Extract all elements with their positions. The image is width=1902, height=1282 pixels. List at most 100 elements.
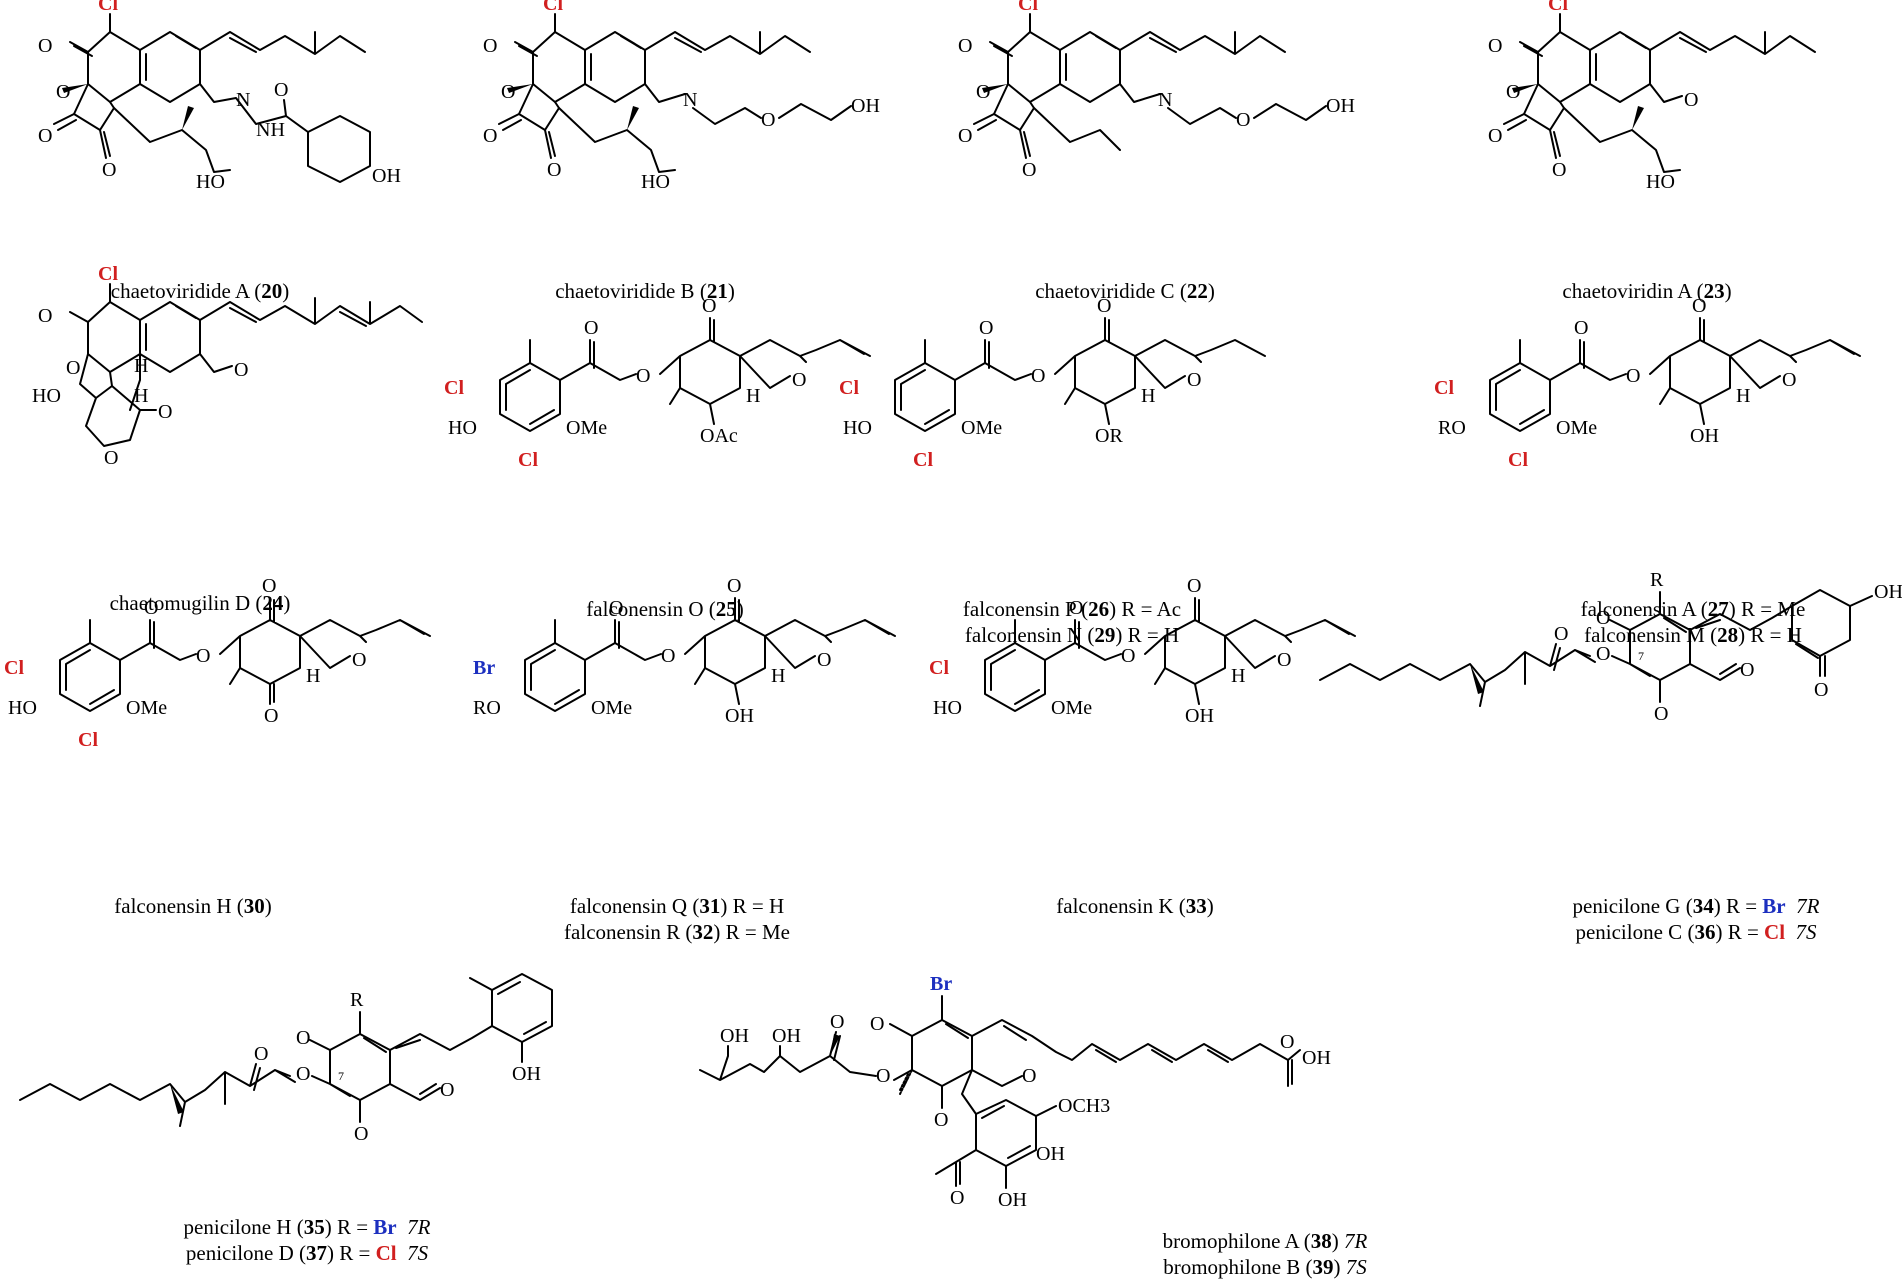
methoxy-label: OMe [1051,697,1092,719]
ketone-o: O [1187,575,1201,597]
compound-name: penicilone D [185,1241,294,1265]
caption-line: falconensin A (27) R = Me [1580,597,1806,621]
ketone-o-2: O [934,1109,948,1131]
ketone-o: O [483,35,497,57]
or-label: OR [1095,425,1123,447]
structure-falconensin-k: Cl HO OMe O O O OH H O [929,575,1356,727]
ester-o: O [661,645,675,667]
methoxy-label: OMe [591,697,632,719]
caption-line: falconensin M (28) R = H [1584,623,1802,647]
structure-falconensin-a-m: Cl RO Cl OMe O O O OH H O [1434,295,1861,471]
c7-locant: 7 [338,1069,344,1083]
compound-number: 30 [243,894,265,918]
ester-o: O [876,1065,890,1087]
methoxy-label: OMe [126,697,167,719]
carbonyl-o: O [609,597,623,619]
r-substituent: H [1786,623,1802,647]
compound-name: falconensin O [586,597,704,621]
pyran-o: O [817,649,831,671]
structure-falconensin-o: Cl HO Cl OMe O O O OAc H O [444,295,871,471]
chlorine-label: Cl [1018,0,1038,15]
compound-name: chaetomugilin D [109,591,251,615]
lactone-o: O [38,125,52,147]
carbonyl-o: O [144,597,158,619]
structure-chaetomugilin-d: Cl O O HO H H O O O [32,263,423,469]
methoxy-label: OMe [961,417,1002,439]
ketone-o: O [1692,295,1706,317]
structure-bromophilone: Br OH OH O O O O O O OH OCH3 OH OH O [699,973,1331,1211]
ketone-o: O [296,1027,310,1049]
compound-name: chaetoviridide A [110,279,249,303]
ester-o: O [1121,645,1135,667]
ketone-o-2: O [264,705,278,727]
ketone-o-2: O [354,1123,368,1145]
compound-number: 33 [1185,894,1207,918]
compound-number: 36 [1694,920,1716,944]
ester-o: O [1596,643,1610,665]
acyl-o: O [547,159,561,181]
chlorine-label: Cl [98,263,118,285]
ketone-o: O [1596,607,1610,629]
r-substituent: Br [373,1215,397,1239]
caption-compound-26-29: falconensin P (26) R = Ac falconensin N … [963,596,1181,648]
cyclohexenone-o: O [1814,679,1828,701]
compound-name: falconensin N [964,623,1083,647]
compound-name: falconensin H [114,894,232,918]
r-label: R [350,989,364,1011]
ro-label: RO [1438,417,1466,439]
caption-line: falconensin N (29) R = H [964,623,1180,647]
chlorine-label: Cl [444,377,464,399]
pyran-o: O [352,649,366,671]
carbonyl-o: O [1554,623,1568,645]
hydroxyl-label: OH [1036,1143,1065,1165]
compound-number: 29 [1094,623,1116,647]
carbonyl-o: O [1574,317,1588,339]
h-label: H [771,665,785,687]
caption-compound-23: chaetoviridin A (23) [1562,279,1732,303]
r-substituent: H [768,894,785,918]
compound-name: penicilone H [183,1215,292,1239]
ester-o: O [196,645,210,667]
ring-n: N [1158,89,1172,111]
chlorine-label: Cl [929,657,949,679]
acetoxy-label: OAc [700,425,738,447]
bromine-label: Br [473,657,495,679]
ring-n: N [236,89,250,111]
carbonyl-o: O [979,317,993,339]
lactone-o: O [1488,125,1502,147]
methoxy-label: OMe [1556,417,1597,439]
caption-compound-25: falconensin O (25) [586,597,744,621]
compound-number: 23 [1703,279,1725,303]
chlorine-label: Cl [543,0,563,15]
ester-o: O [1031,365,1045,387]
pyran-o: O [1684,89,1698,111]
carbonyl-o: O [1069,597,1083,619]
compound-number: 35 [303,1215,325,1239]
ring-o: O [1506,81,1520,103]
r-substituent: Me [761,920,790,944]
ketone-o: O [702,295,716,317]
c7-locant: 7 [1638,649,1644,663]
ester-o: O [636,365,650,387]
stereo-config: 7S [407,1241,429,1265]
caption-compound-22: chaetoviridide C (22) [1035,279,1215,303]
h-label: H [134,385,148,407]
acid-oh: OH [1302,1047,1331,1069]
hydroxyl-label: OH [725,705,754,727]
compound-number: 22 [1186,279,1208,303]
stereo-config: 7R [407,1215,431,1239]
r-substituent: Me [1777,597,1806,621]
hydroxyl-label: HO [448,417,477,439]
chlorine-label: Cl [4,657,24,679]
caption-compound-20: chaetoviridide A (20) [110,279,290,303]
caption-compound-34-36: penicilone G (34) R = Br 7R penicilone C… [1573,893,1820,945]
h-label: H [1736,385,1750,407]
structure-chaetoviridide-a: Cl O O O N NH O HO O OH [38,0,401,193]
r-substituent: Br [1762,894,1786,918]
compound-number: 26 [1088,597,1110,621]
hydroxyl-label: HO [933,697,962,719]
acid-carbonyl-o: O [1280,1031,1294,1053]
terminal-oh: OH [851,95,880,117]
caption-line: bromophilone A (38) 7R [1162,1229,1368,1253]
hydroxyl-label: HO [1646,171,1675,193]
